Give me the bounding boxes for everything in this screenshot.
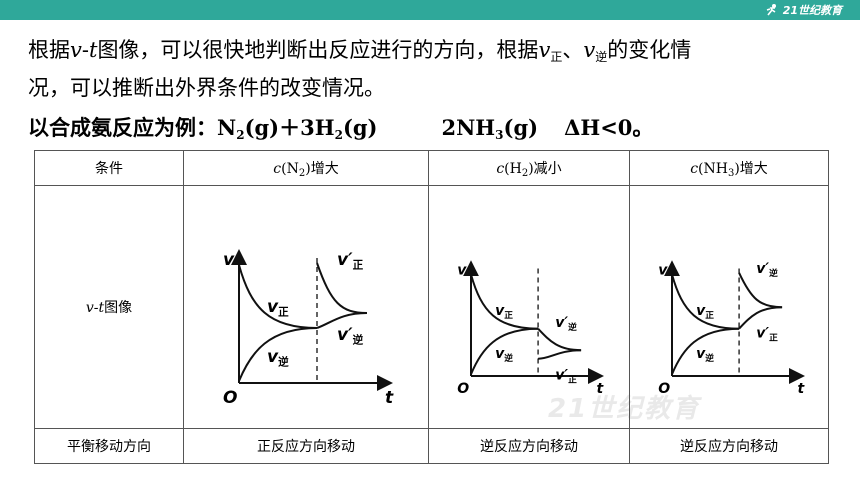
- v-prime-lower-curve: [738, 306, 783, 330]
- v-forward-label: v正: [696, 303, 714, 321]
- v-reverse-label: v逆: [696, 346, 714, 364]
- row-label-vt: v-t图像: [34, 185, 184, 429]
- v-reverse-label: v逆: [267, 347, 289, 369]
- v-prime-upper-label: v′逆: [756, 261, 778, 279]
- v-prime-lower-label: v′正: [756, 325, 778, 343]
- header-condition: 条件: [34, 150, 184, 186]
- runner-icon: [766, 4, 776, 16]
- header-n2-increase: c(N2)增大: [183, 150, 429, 186]
- axis-t-label: t: [385, 388, 394, 408]
- v-prime-upper-label: v′逆: [555, 315, 577, 333]
- top-banner: 21世纪教育: [0, 0, 860, 20]
- axis-v-label: v: [457, 263, 467, 279]
- v-prime-lower-curve: [538, 349, 582, 360]
- v-forward-label: v正: [495, 303, 513, 321]
- intro-line-2: 况，可以推断出外界条件的改变情况。: [28, 76, 385, 100]
- v-forward-label: v正: [267, 297, 289, 319]
- footer-h2: 逆反应方向移动: [428, 428, 630, 464]
- intro-line-1: 根据v-t图像，可以很快地判断出反应进行的方向，根据v正、v逆的变化情: [28, 38, 692, 64]
- v-prime-lower-label: v′正: [555, 367, 577, 385]
- vt-graph-n2-increase: v t Ov正 v逆 v′正 v′逆: [223, 249, 394, 408]
- v-reverse-curve: [671, 327, 740, 375]
- axis-v-label: v: [223, 250, 235, 270]
- brand-text: 21世纪教育: [782, 4, 842, 17]
- origin-label: O: [223, 388, 237, 408]
- brand-logo: 21世纪教育: [765, 2, 842, 18]
- v-reverse-curve: [470, 327, 539, 375]
- footer-nh3: 逆反应方向移动: [629, 428, 829, 464]
- v-prime-lower-label: v′逆: [337, 325, 364, 347]
- v-prime-upper-label: v′正: [337, 250, 364, 272]
- axis-t-label: t: [597, 381, 605, 397]
- v-reverse-curve: [238, 327, 318, 382]
- v-forward-curve: [671, 274, 740, 330]
- v-prime-lower-curve: [316, 312, 368, 329]
- table-header-row: 条件 c(N2)增大 c(H2)减小 c(NH3)增大: [34, 150, 829, 186]
- axis-t-label: t: [798, 381, 806, 397]
- v-forward-curve: [238, 264, 318, 329]
- v-forward-curve: [470, 274, 539, 330]
- vt-graph-h2-decrease: v t Ov正 v逆 v′逆 v′正: [457, 260, 605, 397]
- origin-label: O: [457, 381, 469, 397]
- footer-label: 平衡移动方向: [34, 428, 184, 464]
- header-nh3-increase: c(NH3)增大: [629, 150, 829, 186]
- origin-label: O: [658, 381, 670, 397]
- header-h2-decrease: c(H2)减小: [428, 150, 630, 186]
- reaction-equation: 以合成氨反应为例：N2(g)＋3H2(g)2NH3(g)ΔH<0。: [28, 115, 654, 142]
- axis-v-label: v: [658, 263, 668, 279]
- table-footer-row: 平衡移动方向 正反应方向移动 逆反应方向移动 逆反应方向移动: [34, 428, 829, 464]
- vt-graph-nh3-increase: v t Ov正 v逆 v′逆 v′正: [658, 260, 806, 397]
- footer-n2: 正反应方向移动: [183, 428, 429, 464]
- v-reverse-label: v逆: [495, 346, 513, 364]
